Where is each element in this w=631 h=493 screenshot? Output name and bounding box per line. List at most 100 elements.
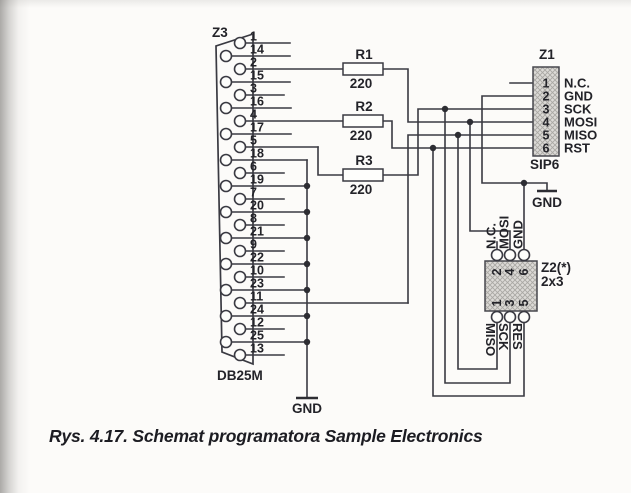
z2-pin-number: 5 bbox=[517, 299, 531, 306]
z2-pin-circle bbox=[503, 248, 517, 262]
db25-pin-number: 24 bbox=[250, 303, 264, 317]
wire-pin5-bend bbox=[317, 146, 344, 176]
wires bbox=[306, 68, 548, 399]
z1-pin-number: 4 bbox=[543, 115, 550, 129]
junction-dot bbox=[520, 179, 528, 187]
wire-pin11-to-miso bbox=[407, 134, 534, 304]
resistor-body bbox=[342, 62, 384, 76]
db25-pin-number: 18 bbox=[250, 147, 264, 161]
db25-pin-number: 3 bbox=[250, 82, 257, 96]
z1-designator: Z1 bbox=[539, 47, 555, 62]
resistor-value: 220 bbox=[350, 128, 373, 143]
z1-pin-label: MISO bbox=[564, 127, 597, 142]
z2-pin-number: 1 bbox=[490, 299, 504, 306]
db25-pin-number: 6 bbox=[250, 160, 257, 174]
db25-pin-circle bbox=[233, 322, 247, 336]
resistor-name: R3 bbox=[355, 153, 373, 168]
db25-pin-number: 14 bbox=[250, 43, 264, 57]
figure-caption: Rys. 4.17. Schemat programatora Sample E… bbox=[49, 426, 483, 446]
db25-pin-circle bbox=[219, 283, 233, 297]
db25-pin-circle bbox=[219, 153, 233, 167]
resistor-name: R2 bbox=[355, 99, 372, 114]
wire-rst-loop bbox=[432, 147, 525, 397]
resistor-name: R1 bbox=[355, 47, 373, 62]
wire-z1-gnd-route bbox=[481, 95, 548, 192]
junction-dot bbox=[441, 105, 449, 113]
db25-pin-circle bbox=[233, 348, 247, 362]
z1-pin-label: SCK bbox=[564, 101, 592, 116]
z1-pin-number: 5 bbox=[543, 128, 550, 142]
db25-pin-number: 1 bbox=[250, 30, 257, 44]
z2-body bbox=[484, 260, 538, 312]
resistor-body bbox=[342, 114, 384, 128]
db25-pin-circle bbox=[233, 36, 247, 50]
junction-dot bbox=[303, 234, 311, 242]
junction-dot bbox=[303, 182, 311, 190]
gnd-label: GND bbox=[292, 401, 322, 416]
db25-pin-number: 23 bbox=[250, 277, 264, 291]
junction-dot bbox=[303, 208, 311, 216]
z2-pin-number: 6 bbox=[517, 268, 531, 275]
db25-pin-number: 15 bbox=[250, 69, 264, 83]
db25-pin-number: 9 bbox=[250, 238, 257, 252]
db25-pin-number: 11 bbox=[250, 290, 263, 304]
junction-dot bbox=[429, 144, 437, 152]
junction-dots bbox=[429, 105, 528, 187]
db25-pin-circle bbox=[233, 192, 247, 206]
z2-pin-label: SCK bbox=[496, 323, 511, 351]
gnd-label: GND bbox=[532, 195, 562, 210]
db25-pin-number: 10 bbox=[250, 264, 264, 278]
db25-pin-number: 7 bbox=[250, 186, 257, 200]
db25-pin-number: 25 bbox=[250, 329, 264, 343]
db25-pin-number: 13 bbox=[250, 342, 264, 356]
db25-pin-number: 19 bbox=[250, 173, 264, 187]
z2-size: 2x3 bbox=[541, 274, 564, 289]
z1-pin-number: 3 bbox=[543, 102, 550, 116]
db25-pin-number: 4 bbox=[250, 108, 257, 122]
db25-pin-number: 5 bbox=[250, 134, 257, 148]
z2-pin-label: RES bbox=[510, 323, 525, 350]
z1-pin-number: 2 bbox=[543, 89, 550, 103]
db25-pin-circle bbox=[233, 140, 247, 154]
db25-pin-circle bbox=[233, 114, 247, 128]
db25-pin-number: 16 bbox=[250, 95, 264, 109]
db25-pin-circle bbox=[219, 101, 233, 115]
db25-pin-number: 20 bbox=[250, 199, 264, 213]
junction-dot bbox=[303, 312, 311, 320]
z2-pin-circle bbox=[503, 310, 517, 324]
junction-dot bbox=[303, 338, 311, 346]
z1-pin-number: 6 bbox=[543, 141, 550, 155]
z2-pin-circle bbox=[517, 248, 531, 262]
junction-dot bbox=[466, 118, 474, 126]
db25-designator: Z3 bbox=[212, 25, 228, 40]
z1-connector bbox=[532, 66, 560, 157]
z1-pin-number: 1 bbox=[543, 76, 550, 90]
z2-pin-circle bbox=[490, 310, 504, 324]
db25-pin-circle bbox=[219, 75, 233, 89]
db25-pin-number: 12 bbox=[250, 316, 264, 330]
resistor-value: 220 bbox=[350, 182, 373, 197]
db25-pin-circle bbox=[219, 179, 233, 193]
z2-pin-circle bbox=[517, 310, 531, 324]
z2-pin-label: N.C. bbox=[484, 223, 499, 249]
z1-pin-label: GND bbox=[564, 88, 593, 103]
db25-pin-circle bbox=[219, 257, 233, 271]
z2-pin-label: MOSI bbox=[497, 216, 512, 249]
wire-miso-loop bbox=[457, 134, 498, 370]
db25-pin-number: 21 bbox=[250, 225, 264, 239]
db25-pin-circle bbox=[219, 231, 233, 245]
db25-pin-number: 17 bbox=[250, 121, 264, 135]
z2-pin-number: 4 bbox=[503, 268, 517, 275]
db25-pin-number: 22 bbox=[250, 251, 264, 265]
db25-pin-circle bbox=[233, 88, 247, 102]
db25-pin-number: 8 bbox=[250, 212, 257, 226]
gnd-symbols bbox=[296, 189, 557, 400]
z1-pin-label: RST bbox=[564, 140, 590, 155]
z1-pin-label: MOSI bbox=[564, 114, 597, 129]
z2-pin-circle bbox=[490, 248, 504, 262]
db25-pin-circle bbox=[233, 296, 247, 310]
z2-connector bbox=[484, 260, 538, 312]
